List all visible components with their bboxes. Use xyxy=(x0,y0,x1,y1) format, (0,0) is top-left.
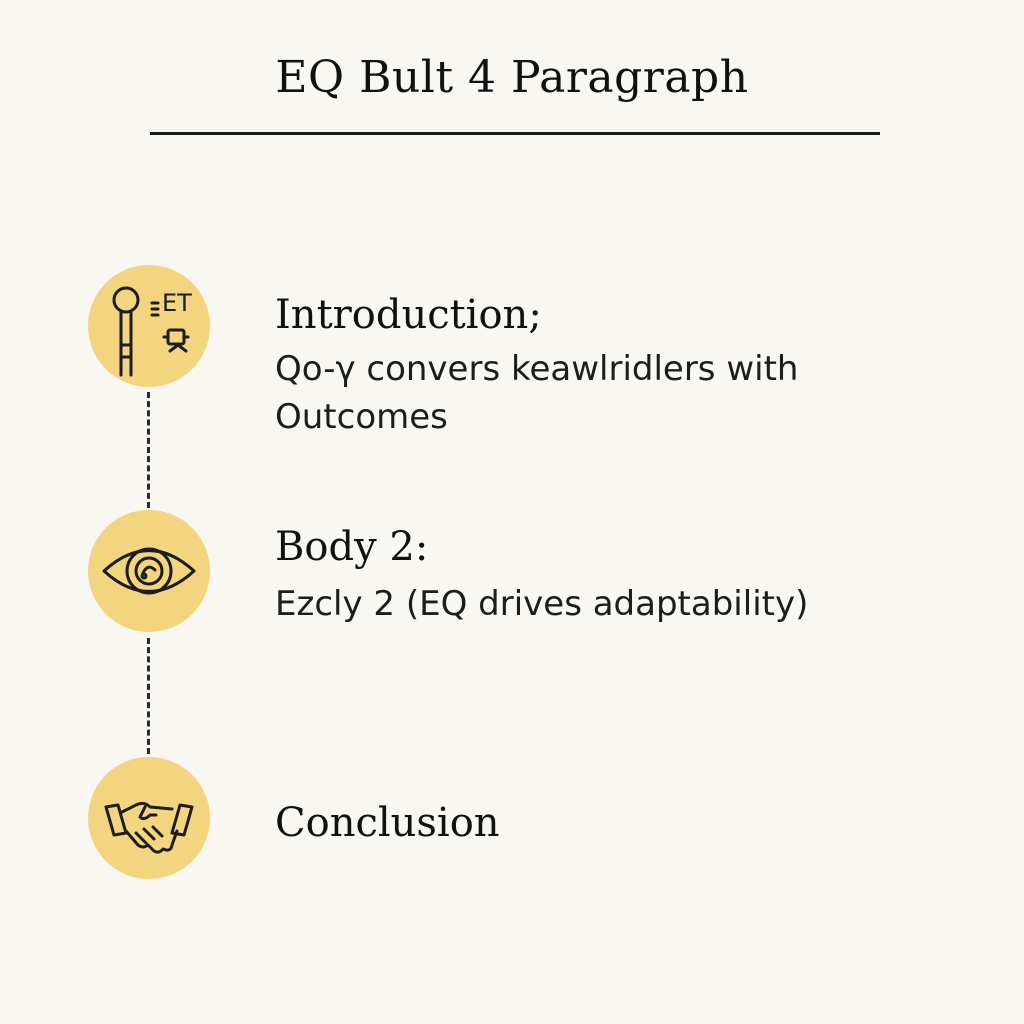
handshake-icon xyxy=(88,757,210,879)
eye-icon xyxy=(88,510,210,632)
icon-glyph-text: ET xyxy=(162,289,192,317)
title-divider xyxy=(150,132,880,135)
step-heading: Introduction; xyxy=(275,292,542,338)
timeline-connector xyxy=(147,392,150,508)
step-heading: Body 2: xyxy=(275,524,429,570)
key-chart-icon: ET xyxy=(88,265,210,387)
page-title: EQ Bult 4 Paragraph xyxy=(275,52,749,103)
step-text-line: Ezcly 2 (EQ drives adaptability) xyxy=(275,584,809,624)
step-text-line: Outcomes xyxy=(275,397,448,437)
step-heading: Conclusion xyxy=(275,800,500,846)
step-text-line: Qo-γ convers keawlridlers with xyxy=(275,349,799,389)
timeline-connector xyxy=(147,638,150,754)
